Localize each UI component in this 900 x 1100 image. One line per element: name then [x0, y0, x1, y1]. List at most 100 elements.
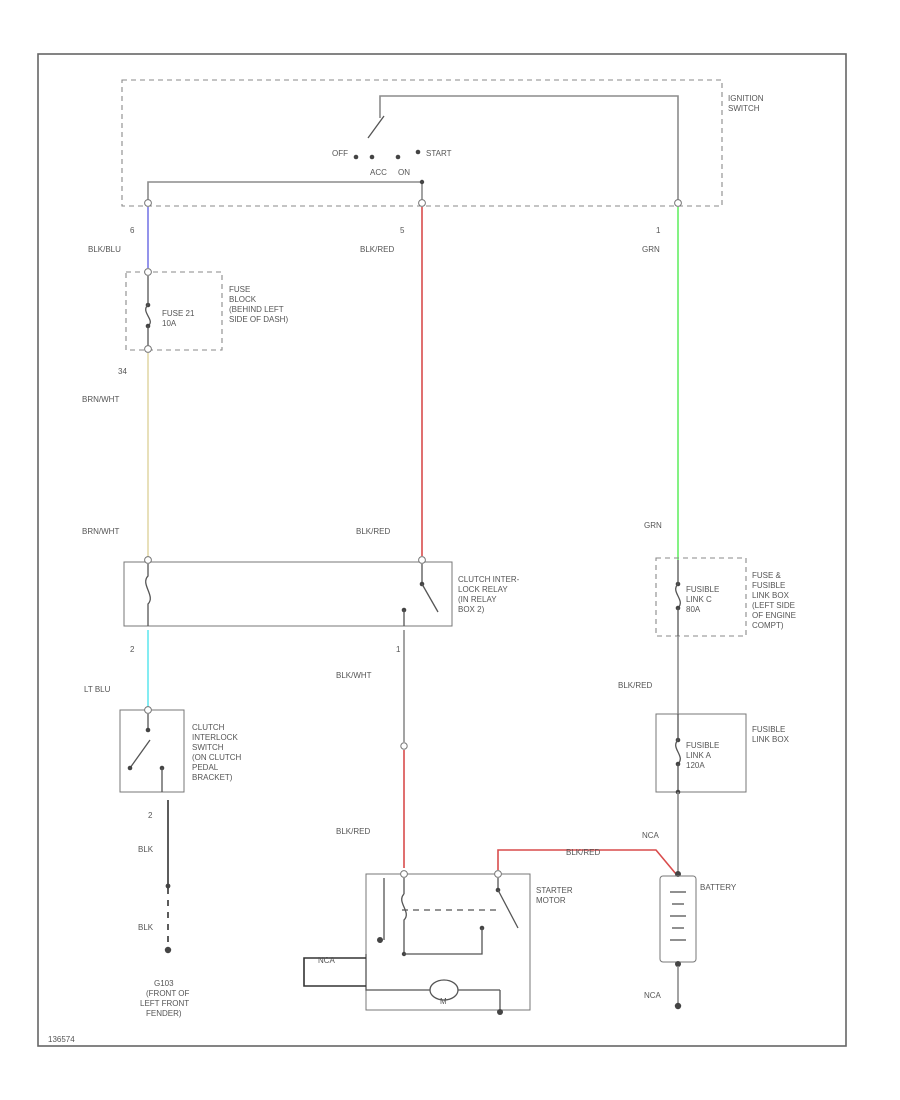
ignition-contact-acc: [369, 154, 375, 160]
clutch-switch-fixed-contact: [145, 727, 151, 733]
fusible-link-a-rating: 120A: [686, 761, 705, 770]
starter-solenoid-coil: [401, 893, 407, 954]
ignition-switch-internal-bus: [379, 95, 679, 200]
fuse-21-name: FUSE 21: [162, 309, 195, 318]
ignition-pos-start: START: [426, 149, 452, 158]
wire-label-blk-red-top: BLK/RED: [360, 245, 394, 254]
blk-wht-splice: [400, 742, 408, 750]
fuse-block-pin-34: 34: [118, 367, 127, 376]
ground-label-4: FENDER): [146, 1009, 182, 1018]
fuse-block-label-2: BLOCK: [229, 295, 257, 304]
wire-label-blk-1: BLK: [138, 845, 154, 854]
starter-nca-loop: [303, 957, 366, 987]
battery: BATTERY: [659, 871, 737, 967]
clutch-switch-label-1: CLUTCH: [192, 723, 225, 732]
starter-contact-to-motor: [404, 928, 483, 955]
relay-coil: [145, 564, 151, 626]
battery-label: BATTERY: [700, 883, 737, 892]
fusible-link-a-name: FUSIBLE: [686, 741, 719, 750]
ignition-switch: IGNITION SWITCH OFF START ACC ON 6 5 1: [121, 79, 764, 235]
wire-label-blk-red-battery: BLK/RED: [566, 848, 600, 857]
ground-label-1: G103: [154, 979, 174, 988]
starter-motor-m: M: [440, 997, 447, 1006]
ignition-contact-off: [353, 154, 359, 160]
ignition-switch-blade: [367, 115, 385, 139]
starter-outline: [365, 873, 531, 1011]
wire-label-blk-red-mid: BLK/RED: [356, 527, 390, 536]
clutch-interlock-relay: CLUTCH INTER- LOCK RELAY (IN RELAY BOX 2…: [123, 556, 520, 654]
clutch-switch-outline: [119, 709, 185, 793]
starter-s-terminal: [400, 870, 408, 878]
clutch-switch-label-2: INTERLOCK: [192, 733, 238, 742]
ignition-pin-6: 6: [130, 226, 135, 235]
fusible-link-c-label-4: (LEFT SIDE: [752, 601, 795, 610]
diagram-id: 136574: [48, 1035, 75, 1044]
wire-label-blk-red-lower: BLK/RED: [336, 827, 370, 836]
fusible-link-c-name: FUSIBLE: [686, 585, 719, 594]
ground-g103: G103 (FRONT OF LEFT FRONT FENDER): [140, 946, 190, 1018]
wire-label-blk-2: BLK: [138, 923, 154, 932]
wire-label-grn-mid: GRN: [644, 521, 662, 530]
clutch-switch-pin-2: 2: [148, 811, 153, 820]
clutch-switch-pivot: [127, 765, 133, 771]
ignition-pin-5: 5: [400, 226, 405, 235]
fusible-link-a-label-1: FUSIBLE: [752, 725, 785, 734]
fuse-block-outline: [125, 271, 223, 351]
relay-outline: [123, 561, 453, 627]
ignition-contact-start: [415, 149, 421, 155]
battery-outline: [659, 875, 697, 963]
relay-label-4: BOX 2): [458, 605, 485, 614]
fuse-block-label-1: FUSE: [229, 285, 250, 294]
ignition-on-node: [419, 179, 425, 185]
clutch-switch-label-3: SWITCH: [192, 743, 224, 752]
starter-coil-ground-dot: [377, 937, 383, 943]
clutch-switch-in-terminal: [144, 706, 152, 714]
starter-nca: NCA: [318, 956, 336, 965]
clutch-interlock-switch: CLUTCH INTERLOCK SWITCH (ON CLUTCH PEDAL…: [119, 706, 242, 820]
relay-label-1: CLUTCH INTER-: [458, 575, 520, 584]
wire-label-grn-top: GRN: [642, 245, 660, 254]
fuse-block-in-terminal: [144, 268, 152, 276]
ground-label-3: LEFT FRONT: [140, 999, 189, 1008]
ignition-pin-5-terminal: [418, 199, 426, 207]
battery-ground-dot: [674, 1002, 682, 1010]
clutch-switch-label-6: BRACKET): [192, 773, 233, 782]
wire-label-blk-red-right: BLK/RED: [618, 681, 652, 690]
starter-label-1: STARTER: [536, 886, 573, 895]
fuse-block: FUSE 21 10A FUSE BLOCK (BEHIND LEFT SIDE…: [118, 268, 288, 376]
ground-dot: [164, 946, 172, 954]
wire-label-brn-wht-bottom: BRN/WHT: [82, 527, 119, 536]
fusible-link-c-label-5: OF ENGINE: [752, 611, 796, 620]
relay-pin-1: 1: [396, 645, 401, 654]
fusible-link-c-id: LINK C: [686, 595, 712, 604]
wire-label-blk-blu: BLK/BLU: [88, 245, 121, 254]
wire-label-blk-wht: BLK/WHT: [336, 671, 372, 680]
wire-label-nca-top: NCA: [642, 831, 660, 840]
ignition-switch-label-1: IGNITION: [728, 94, 764, 103]
starter-ground-dot: [497, 1009, 503, 1015]
fusible-link-c-label-2: FUSIBLE: [752, 581, 785, 590]
fusible-link-a-outline: [655, 713, 747, 793]
starter-b-terminal: [494, 870, 502, 878]
relay-contact-in-terminal: [418, 556, 426, 564]
blk-splice-dot: [165, 883, 171, 889]
relay-pin-2: 2: [130, 645, 135, 654]
starter-contact-blade: [497, 889, 519, 929]
ignition-pin-1: 1: [656, 226, 661, 235]
fuse-block-label-3: (BEHIND LEFT: [229, 305, 284, 314]
diagram-frame: [37, 53, 847, 1047]
wire-label-lt-blu: LT BLU: [84, 685, 111, 694]
ignition-pin-1-terminal: [674, 199, 682, 207]
relay-label-2: LOCK RELAY: [458, 585, 508, 594]
fuse-21-rating: 10A: [162, 319, 177, 328]
fuse-21-symbol: [145, 304, 151, 327]
starter-label-2: MOTOR: [536, 896, 566, 905]
fuse-block-out-terminal: [144, 345, 152, 353]
fusible-link-a-symbol: [675, 739, 681, 765]
fusible-link-c-box: FUSIBLE LINK C 80A FUSE & FUSIBLE LINK B…: [655, 557, 796, 637]
clutch-switch-label-5: PEDAL: [192, 763, 219, 772]
clutch-switch-blade: [129, 739, 151, 769]
wire-label-brn-wht-top: BRN/WHT: [82, 395, 119, 404]
fusible-link-a-box: FUSIBLE LINK A 120A FUSIBLE LINK BOX: [655, 713, 790, 795]
